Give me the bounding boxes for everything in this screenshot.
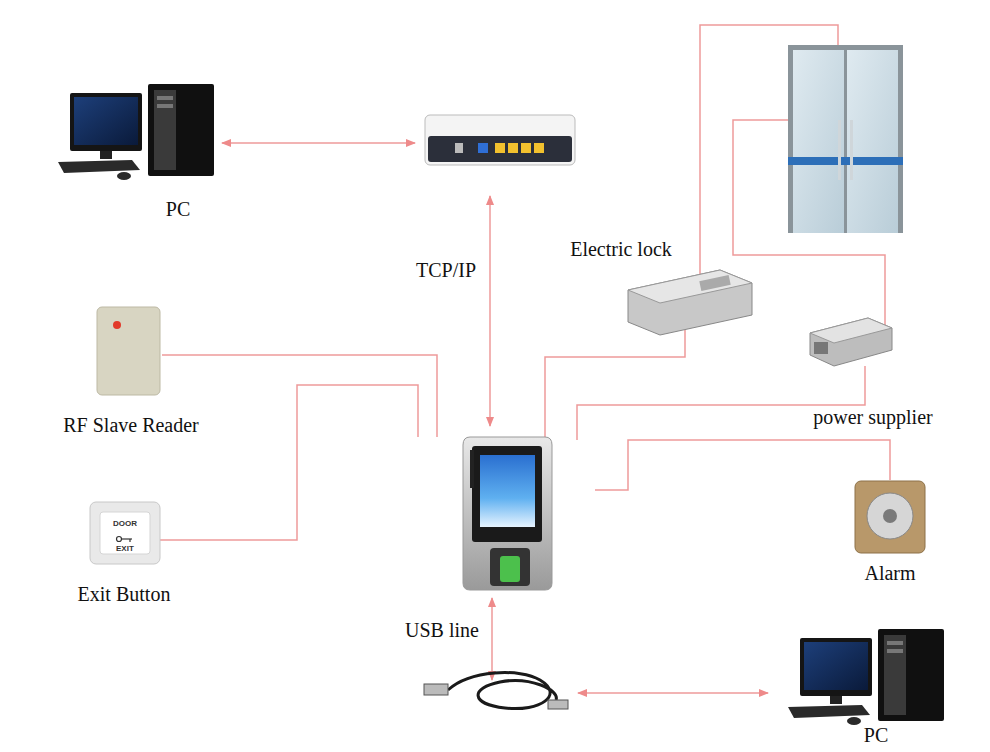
router-illustration — [425, 115, 575, 165]
rf-reader-illustration — [97, 307, 160, 395]
device-label: PC — [78, 197, 278, 221]
node-text: Alarm — [790, 561, 990, 585]
access-terminal-illustration — [463, 437, 552, 590]
device-label: RF Slave Reader — [31, 413, 231, 437]
device-label: PC — [776, 723, 976, 747]
node-text: PC — [78, 197, 278, 221]
device-label: Electric lock — [521, 237, 721, 261]
glass-door-illustration — [788, 45, 903, 233]
exit-button-illustration — [90, 502, 160, 564]
wires — [160, 25, 890, 693]
alarm-illustration — [855, 481, 925, 553]
node-text: PC — [776, 723, 976, 747]
node-text: power supplier — [773, 405, 973, 429]
pc-illustration — [788, 629, 944, 725]
device-label: Exit Button — [24, 582, 224, 606]
device-label: Alarm — [790, 561, 990, 585]
power-supply-illustration — [810, 318, 892, 366]
node-text: Exit Button — [24, 582, 224, 606]
pc-illustration — [58, 84, 214, 180]
protocol-label: TCP/IP — [416, 258, 476, 282]
device-label: power supplier — [773, 405, 973, 429]
cable-label: USB line — [405, 618, 479, 642]
electric-lock-illustration — [628, 270, 752, 335]
node-text: Electric lock — [521, 237, 721, 261]
usb-cable-illustration — [424, 673, 568, 709]
node-text: RF Slave Reader — [31, 413, 231, 437]
button-text: DOOR — [113, 519, 137, 528]
button-text: EXIT — [116, 544, 134, 553]
